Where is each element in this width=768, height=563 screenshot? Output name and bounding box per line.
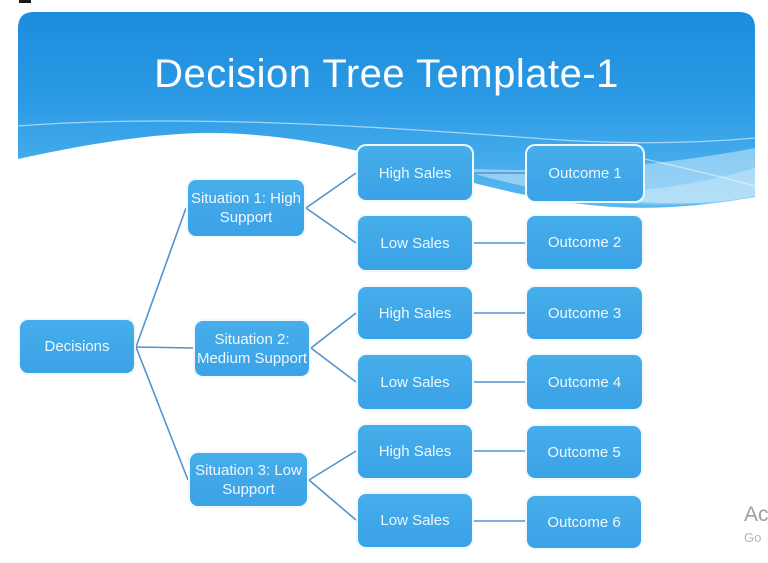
node-label: Low Sales <box>380 373 450 391</box>
node-label: Outcome 4 <box>547 373 622 391</box>
node-decisions: Decisions <box>18 318 136 375</box>
node-high-sales-3: High Sales <box>356 423 474 480</box>
wave-accent-line-2 <box>639 157 756 187</box>
node-high-sales-2: High Sales <box>356 285 474 341</box>
node-label: Situation 2: Medium Support <box>196 330 308 367</box>
node-low-sales-1: Low Sales <box>356 214 474 272</box>
watermark-line1: Ac <box>744 503 768 526</box>
node-label: High Sales <box>378 443 452 460</box>
node-label: Situation 3: Low Support <box>195 461 302 498</box>
node-outcome-2: Outcome 2 <box>525 214 644 271</box>
node-label: Low Sales <box>380 234 450 252</box>
node-label: Outcome 1 <box>548 165 622 182</box>
node-label: Outcome 5 <box>547 443 621 461</box>
node-label: High Sales <box>378 304 452 322</box>
node-high-sales-1: High Sales <box>356 144 474 202</box>
node-low-sales-3: Low Sales <box>356 492 474 549</box>
node-outcome-3: Outcome 3 <box>525 285 644 341</box>
node-outcome-1: Outcome 1 <box>525 144 645 203</box>
node-situation-3: Situation 3: Low Support <box>188 451 309 508</box>
node-outcome-6: Outcome 6 <box>525 494 643 550</box>
activation-watermark: Ac Go <box>744 503 768 545</box>
top-edge-artifact <box>19 0 31 3</box>
wave-accent-line-1 <box>17 120 756 144</box>
node-outcome-4: Outcome 4 <box>525 353 644 411</box>
watermark-line2: Go <box>744 530 762 545</box>
node-outcome-5: Outcome 5 <box>525 424 643 480</box>
node-label: Outcome 2 <box>547 234 622 251</box>
node-situation-1: Situation 1: High Support <box>186 178 306 238</box>
node-label: Low Sales <box>380 512 450 529</box>
node-label: Situation 1: High Support <box>190 190 302 226</box>
node-label: High Sales <box>378 164 452 182</box>
node-situation-2: Situation 2: Medium Support <box>193 319 311 378</box>
connector-lines <box>135 172 525 522</box>
node-label: Outcome 6 <box>547 513 621 531</box>
node-low-sales-2: Low Sales <box>356 353 474 411</box>
node-label: Outcome 3 <box>547 304 622 322</box>
slide-title: Decision Tree Template-1 <box>154 52 619 96</box>
node-label: Decisions <box>44 338 110 355</box>
